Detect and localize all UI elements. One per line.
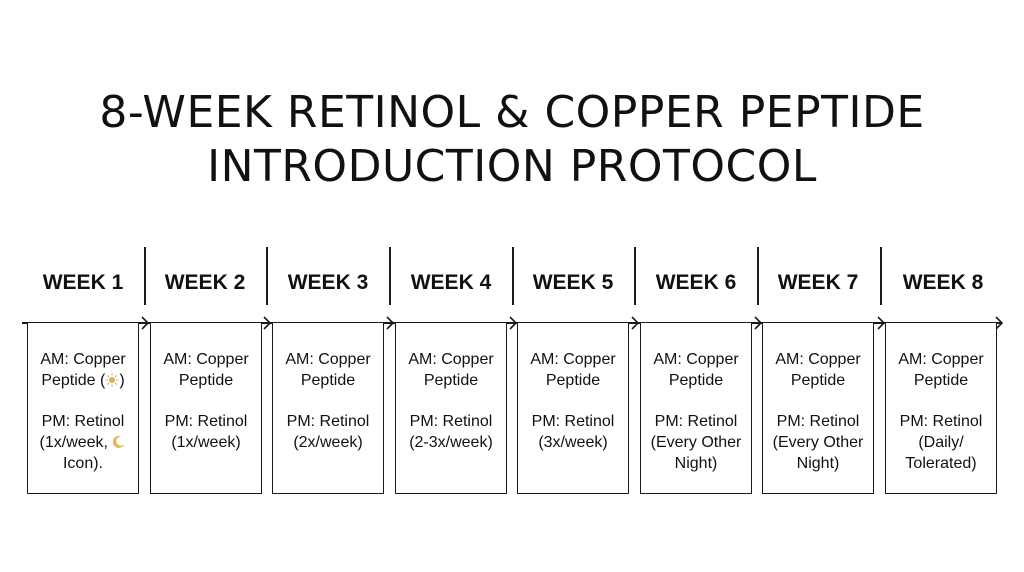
am-instruction: AM: Copper Peptide [898,351,984,389]
week-card-4: AM: Copper Peptide PM: Retinol (2-3x/wee… [395,322,507,494]
pm-instruction: PM: Retinol (3x/week) [531,413,615,451]
am-instruction: AM: Copper Peptide [408,351,494,389]
week-divider [512,247,514,305]
week-label-2: WEEK 2 [164,271,246,294]
week-label-5: WEEK 5 [532,271,614,294]
week-card-5: AM: Copper Peptide PM: Retinol (3x/week) [517,322,629,494]
week-label-4: WEEK 4 [410,271,492,294]
week-label-3: WEEK 3 [287,271,369,294]
am-instruction: AM: Copper Peptide [285,351,371,389]
week-label-7: WEEK 7 [777,271,859,294]
week-label-6: WEEK 6 [655,271,737,294]
week-divider [757,247,759,305]
arrowhead-icon [263,316,272,330]
week-divider [266,247,268,305]
week-divider [634,247,636,305]
title-line-1: 8-WEEK RETINOL & COPPER PEPTIDE [99,87,925,138]
title-line-2: INTRODUCTION PROTOCOL [207,141,817,192]
week-card-1: AM: Copper Peptide () PM: Retinol (1x/we… [27,322,139,494]
week-card-2: AM: Copper Peptide PM: Retinol (1x/week) [150,322,262,494]
pm-instruction: PM: Retinol (Every Other Night) [650,413,742,472]
pm-instruction: PM: Retinol (2-3x/week) [409,413,493,451]
pm-instruction: PM: Retinol (Every Other Night) [772,413,864,472]
arrowhead-icon [386,316,395,330]
week-card-6: AM: Copper Peptide PM: Retinol (Every Ot… [640,322,752,494]
week-divider [144,247,146,305]
pm-instruction: PM: Retinol (1x/week) [164,413,248,451]
timeline-line [22,322,1002,324]
arrowhead-icon [877,316,886,330]
am-instruction: AM: Copper Peptide [653,351,739,389]
week-card-3: AM: Copper Peptide PM: Retinol (2x/week) [272,322,384,494]
pm-instruction: PM: Retinol (1x/week, Icon). [28,411,138,474]
week-card-8: AM: Copper Peptide PM: Retinol (Daily/ T… [885,322,997,494]
week-divider [389,247,391,305]
page-title: 8-WEEK RETINOL & COPPER PEPTIDE INTRODUC… [0,86,1024,194]
am-instruction: AM: Copper Peptide () [40,351,126,389]
week-label-1: WEEK 1 [42,271,124,294]
week-card-7: AM: Copper Peptide PM: Retinol (Every Ot… [762,322,874,494]
week-label-8: WEEK 8 [902,271,984,294]
arrowhead-icon [141,316,150,330]
moon-icon [113,435,125,448]
arrowhead-icon [754,316,763,330]
week-divider [880,247,882,305]
arrowhead-icon [509,316,518,330]
am-instruction: AM: Copper Peptide [163,351,249,389]
sun-icon [105,373,119,387]
am-instruction: AM: Copper Peptide [775,351,861,389]
am-instruction: AM: Copper Peptide [530,351,616,389]
arrowhead-icon [995,316,1004,330]
pm-instruction: PM: Retinol (2x/week) [286,413,370,451]
arrowhead-icon [631,316,640,330]
pm-instruction: PM: Retinol (Daily/ Tolerated) [899,413,983,472]
